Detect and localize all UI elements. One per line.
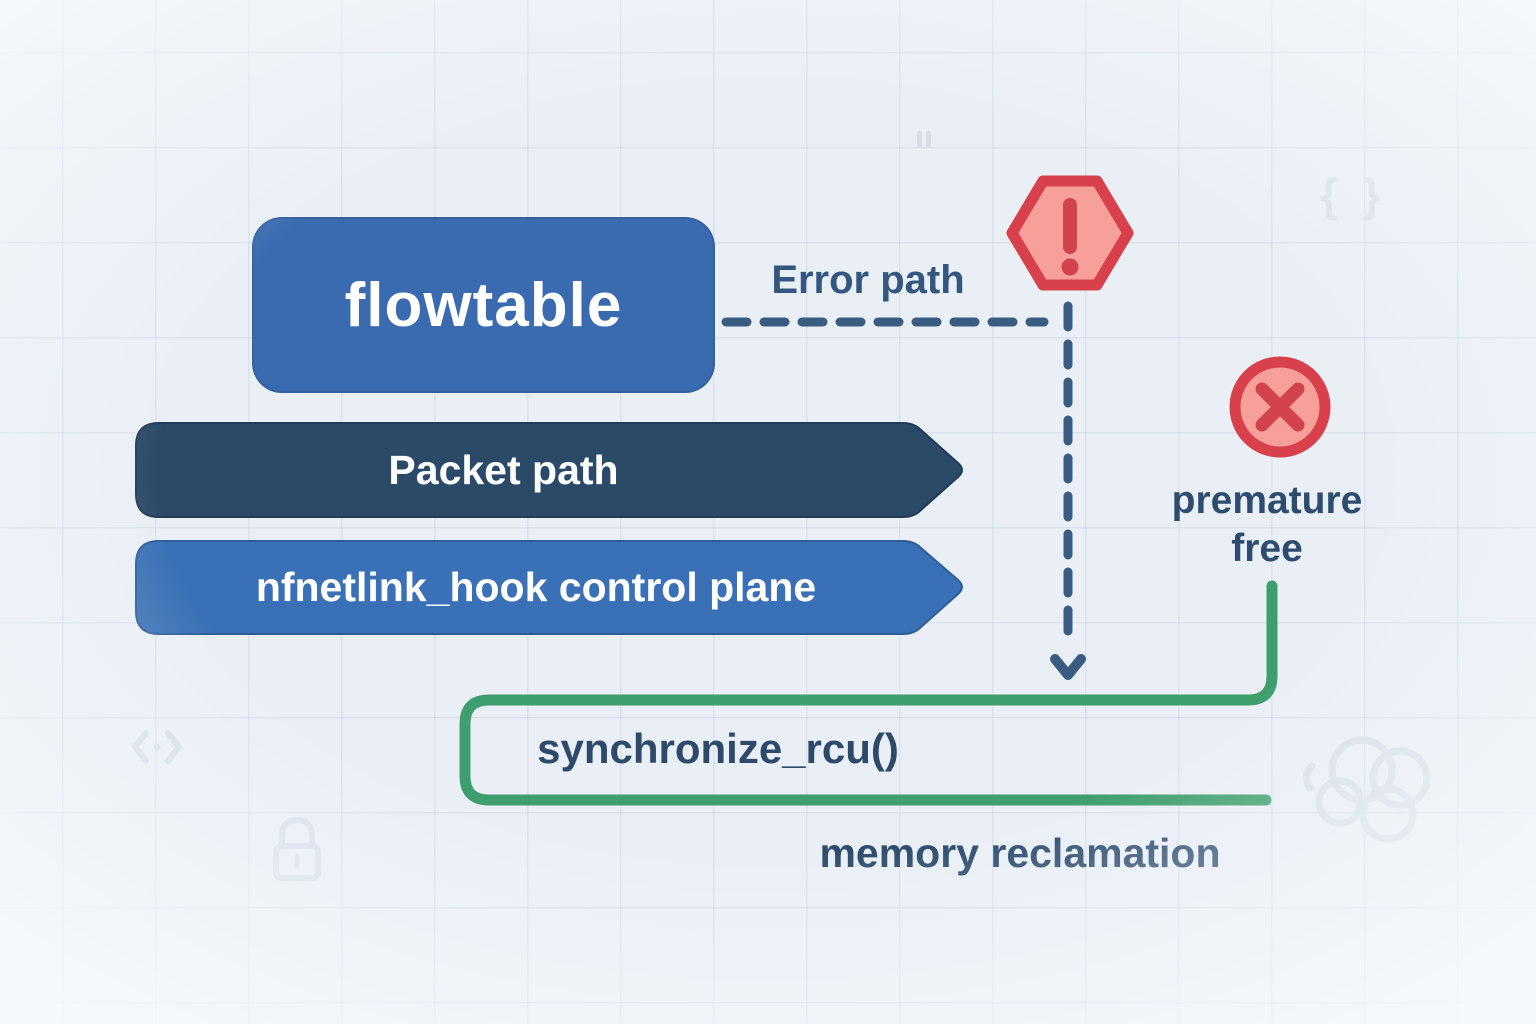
diagram-canvas: { } flowtable Error path: [0, 0, 1536, 1024]
vignette-overlay: [0, 0, 1536, 1024]
